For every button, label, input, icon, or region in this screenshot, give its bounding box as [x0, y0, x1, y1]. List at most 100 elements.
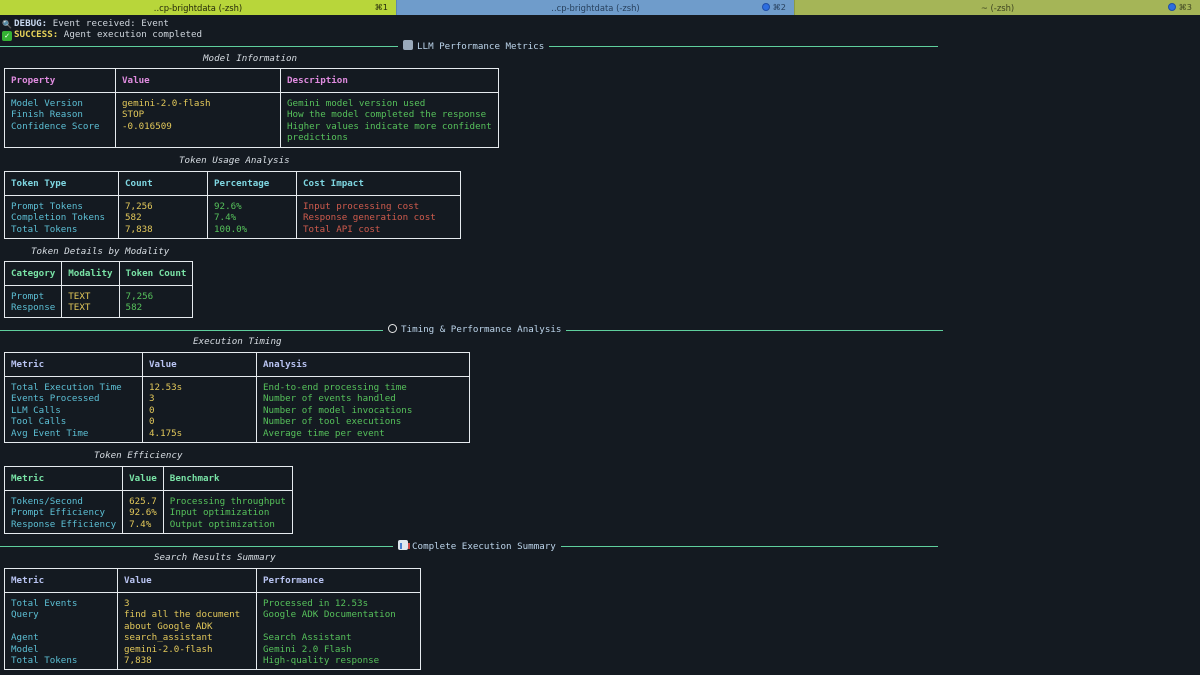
cell: Processed in 12.53s [256, 592, 421, 610]
cell: Average time per event [256, 427, 470, 443]
magnifier-icon: 🔍 [2, 20, 12, 29]
tab-2-shortcut: ⌘2 [772, 2, 786, 12]
cell: -0.016509 [115, 120, 281, 133]
cell: Response generation cost [296, 212, 461, 224]
cell: Model Version [4, 92, 116, 110]
cell: Response Efficiency [3, 518, 123, 534]
cell: 582 [118, 212, 208, 224]
cell: Finish Reason [4, 109, 116, 121]
caption-token-efficiency: Token Efficiency [94, 450, 183, 461]
table-header: Value [115, 68, 281, 93]
cell: 0 [142, 404, 257, 417]
cell: 3 [117, 592, 257, 610]
cell: How the model completed the response [280, 109, 499, 121]
table-header: Value [142, 352, 257, 377]
caption-token-usage: Token Usage Analysis [179, 155, 290, 166]
table-header: Performance [256, 568, 421, 593]
stopwatch-icon [388, 324, 397, 333]
tab-2-title: ..cp-brightdata (-zsh) [551, 2, 640, 13]
table-header: Property [4, 68, 116, 93]
caption-search-summary: Search Results Summary [154, 552, 276, 563]
cell: 7.4% [207, 212, 297, 224]
table-header: Modality [61, 261, 120, 286]
cell: Total API cost [296, 223, 461, 239]
table-header: Metric [3, 466, 123, 491]
tab-3[interactable]: ~ (-zsh) ⌘3 [794, 0, 1200, 15]
tab-2[interactable]: ..cp-brightdata (-zsh) ⌘2 [396, 0, 794, 15]
cell: Total Events [4, 592, 118, 610]
token-usage-table: Token Type Count Percentage Cost Impact … [4, 171, 461, 240]
tab-3-shortcut: ⌘3 [1178, 2, 1192, 12]
cell: Model [4, 643, 118, 656]
cell: Input processing cost [296, 195, 461, 213]
cell: predictions [280, 132, 499, 148]
check-mark-icon: ✓ [2, 31, 12, 41]
cell: Avg Event Time [4, 427, 143, 443]
cell: Output optimization [162, 518, 293, 534]
table-header: Metric [4, 568, 118, 593]
cell: Input optimization [162, 507, 293, 519]
cell: Gemini model version used [280, 92, 499, 110]
tab-1-title: ..cp-brightdata (-zsh) [153, 2, 243, 13]
cell: 7.4% [122, 518, 164, 534]
section-title-timing: Timing & Performance Analysis [383, 324, 567, 335]
model-information-table: Property Value Description Model Version… [4, 68, 499, 148]
cell: 7,256 [118, 285, 193, 303]
cell [115, 132, 281, 148]
cell: 7,838 [117, 655, 257, 670]
cell: Response [3, 302, 62, 318]
tab-1[interactable]: ..cp-brightdata (-zsh) ⌘1 [0, 0, 396, 15]
cell: Events Processed [4, 393, 143, 405]
cell: Tokens/Second [3, 490, 123, 508]
success-label: SUCCESS: [14, 29, 59, 40]
table-header: Metric [4, 352, 143, 377]
cell: 0 [142, 416, 257, 428]
cell: Number of tool executions [256, 416, 470, 428]
section-summary-text: Complete Execution Summary [412, 541, 556, 552]
debug-line: 🔍DEBUG: Event received: Event [2, 18, 169, 30]
section-llm-text: LLM Performance Metrics [417, 41, 545, 52]
table-header: Analysis [256, 352, 470, 377]
activity-dot-icon [1167, 3, 1176, 11]
table-header: Category [3, 261, 62, 286]
success-line: ✓SUCCESS: Agent execution completed [2, 29, 202, 41]
cell: Total Tokens [4, 223, 119, 239]
cell: Number of model invocations [256, 404, 470, 417]
section-title-summary: Complete Execution Summary [393, 540, 561, 552]
table-header: Benchmark [162, 466, 293, 491]
cell: LLM Calls [4, 404, 143, 417]
cell: Higher values indicate more confident [280, 120, 499, 133]
cell: Search Assistant [256, 632, 421, 644]
cell: Agent [4, 632, 118, 644]
table-header: Cost Impact [296, 171, 461, 196]
cell: Completion Tokens [4, 212, 119, 224]
bar-chart-icon [398, 540, 410, 550]
table-row: predictions [4, 132, 499, 148]
table-header: Percentage [207, 171, 297, 196]
cell: 92.6% [207, 195, 297, 213]
cell: High-quality response [256, 655, 421, 670]
cell: 7,256 [118, 195, 208, 213]
cell [4, 620, 118, 633]
cell: Prompt Tokens [4, 195, 119, 213]
cell: Processing throughput [162, 490, 293, 508]
cell: gemini-2.0-flash [117, 643, 257, 656]
cell [256, 620, 421, 633]
cell: Total Tokens [4, 655, 118, 670]
terminal-tab-bar: ..cp-brightdata (-zsh) ⌘1 ..cp-brightdat… [0, 0, 1200, 15]
table-header: Value [117, 568, 257, 593]
